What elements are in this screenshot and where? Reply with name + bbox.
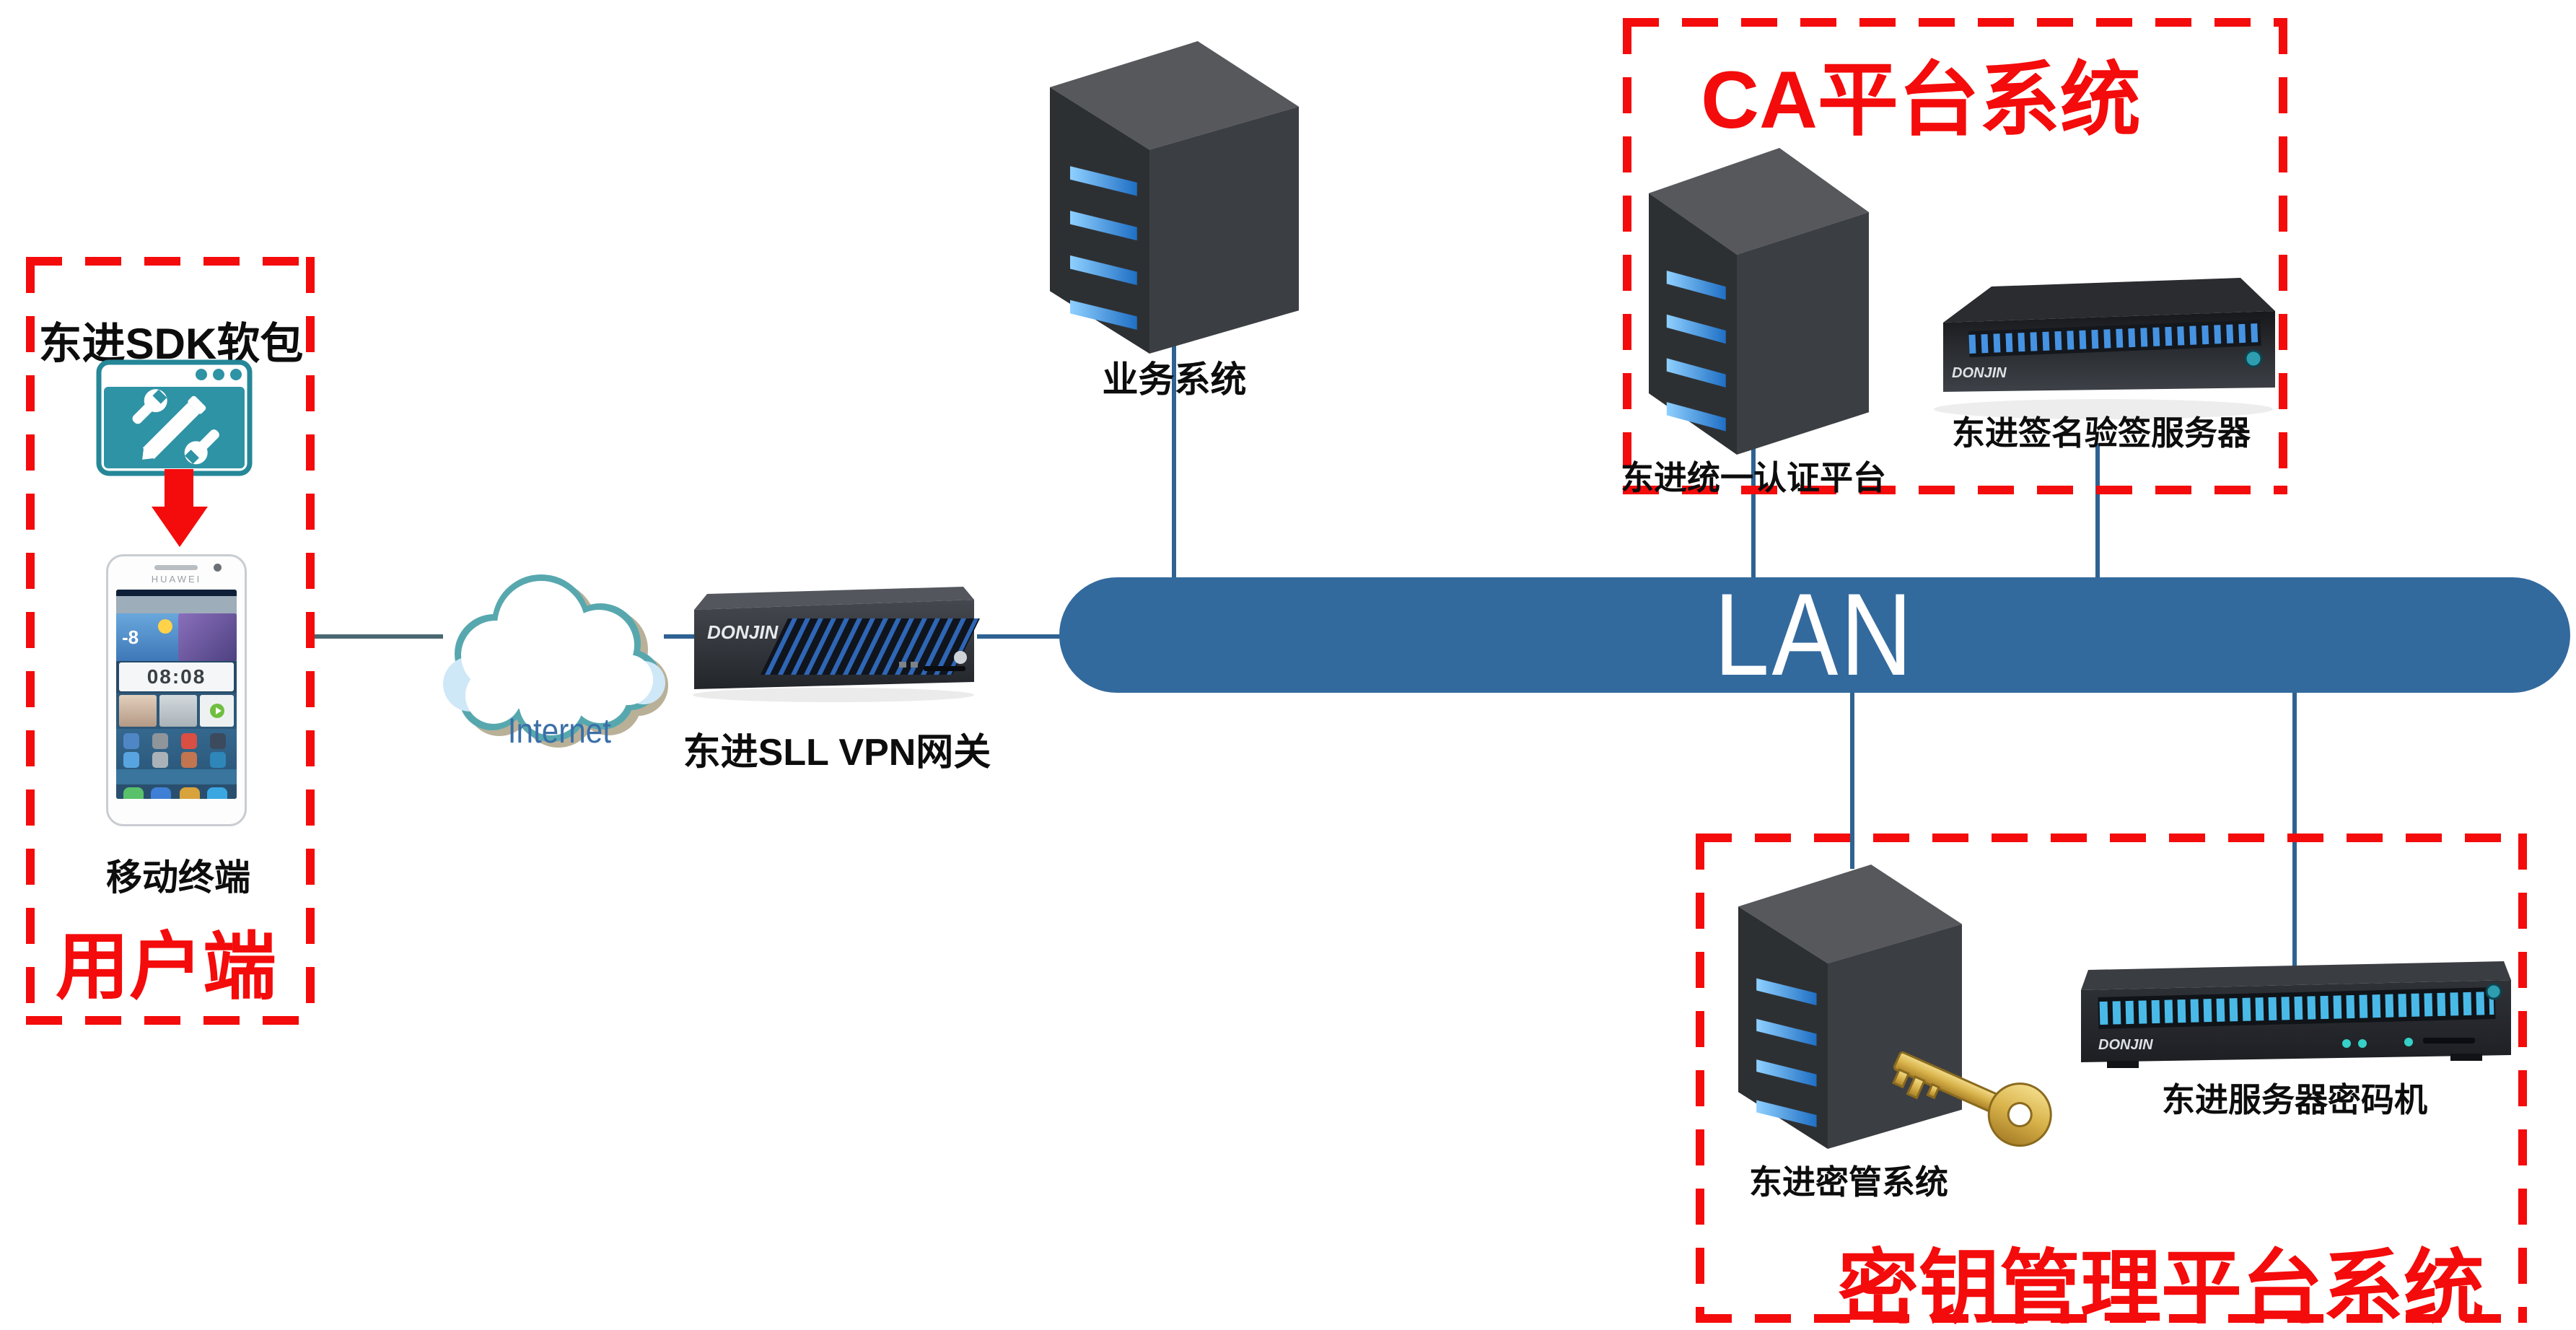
connector-line [977,634,1064,639]
connector-line [2292,687,2297,973]
connector-line [1172,338,1176,585]
sign-server-logo: DONJIN [1952,365,2007,381]
business-server-icon [1050,41,1299,354]
vpn-gateway-icon: DONJIN [693,587,980,702]
weather-temp: -8 [122,626,139,648]
business-system-label: 业务系统 [1102,359,1247,400]
key-management-title: 密钥管理平台系统 [1838,1243,2484,1330]
connector-line [2095,443,2100,585]
auth-server-icon [1649,148,1869,455]
mobile-phone-icon: HUAWEI -8 08:08 [106,554,247,826]
user-box-title: 用户端 [56,926,276,1008]
key-icon [1892,1051,2052,1147]
vpn-logo: DONJIN [707,621,779,643]
sign-server-icon: DONJIN [1934,278,2275,419]
internet-label: Internet [507,712,611,751]
connector-line [1751,430,1756,585]
mobile-terminal-label: 移动终端 [106,857,250,898]
sdk-tools-icon [96,359,253,476]
phone-brand: HUAWEI [151,574,202,585]
phone-screen: -8 08:08 [116,590,237,799]
phone-clock: 08:08 [146,665,206,688]
km-server-label: 东进密管系统 [1749,1163,1948,1201]
sign-server-label: 东进签名验签服务器 [1952,414,2251,452]
internet-cloud-icon [443,574,668,748]
crypto-machine-icon: DONJIN [2081,961,2511,1068]
lan-bus: LAN [1059,569,2570,700]
connector-line [1850,687,1854,869]
ca-platform-title: CA平台系统 [1701,55,2141,145]
connector-line [307,634,443,639]
auth-server-label: 东进统一认证平台 [1621,459,1886,496]
connector-line [664,634,704,639]
vpn-gateway-label: 东进SLL VPN网关 [683,732,991,774]
crypto-machine-logo: DONJIN [2098,1037,2153,1053]
lan-label: LAN [1714,569,1916,700]
crypto-machine-label: 东进服务器密码机 [2162,1081,2427,1119]
